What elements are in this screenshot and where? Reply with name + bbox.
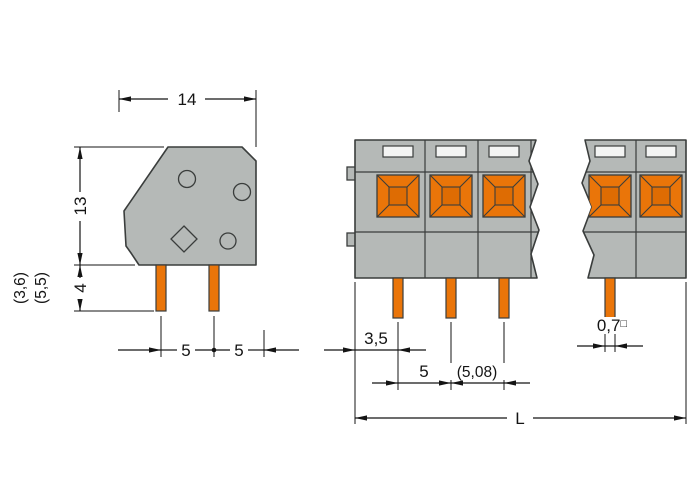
clamp-opening-diamond [170, 225, 198, 253]
pusher-opening [376, 174, 420, 218]
test-slot [594, 145, 626, 158]
pusher-opening [429, 174, 473, 218]
dim-edge-to-first-pin: 3,5 [324, 329, 426, 353]
arrowhead [77, 299, 83, 311]
dim-label-pin-length-alt-1: (3,6) [12, 272, 29, 304]
dim-label-pin-length-alt-2: (5,5) [33, 272, 50, 304]
arrowhead [615, 343, 627, 349]
arrowhead [77, 265, 83, 277]
opening-bevel [512, 174, 526, 188]
opening-inner [388, 186, 408, 206]
dim-label-pin-pitch: 5 [419, 362, 428, 381]
dim-pin-cross-section: 0,7□ [577, 316, 643, 349]
arrowhead [149, 347, 161, 353]
solder-pin [392, 277, 404, 319]
test-slot [488, 145, 520, 158]
dim-label-pin-length: 4 [71, 283, 90, 292]
arrowhead [386, 380, 398, 386]
pusher-opening [482, 174, 526, 218]
opening-bevel [618, 174, 632, 188]
front-view [346, 139, 687, 319]
opening-bevel [406, 204, 420, 218]
label-mask [591, 317, 636, 334]
pusher-opening [639, 174, 683, 218]
opening-bevel [429, 204, 443, 218]
opening-bevel [459, 174, 473, 188]
dim-pin-spacing: 5 5 [118, 341, 299, 360]
opening-inner [441, 186, 461, 206]
dim-label-overall-length: L [515, 409, 524, 428]
opening-bevel [429, 174, 443, 188]
dim-overall-length: L [355, 409, 686, 428]
side-view [123, 146, 257, 312]
opening-bevel [459, 204, 473, 218]
dim-pin-length-alternatives: (3,6) (5,5) [12, 272, 50, 304]
dim-overall-width: 14 [119, 90, 256, 109]
dim-label-pin-spacing-right: 5 [234, 341, 243, 360]
arrowhead [264, 347, 276, 353]
opening-inner [600, 186, 620, 206]
opening-bevel [588, 174, 602, 188]
dim-label-pin-pitch-alt: (5,08) [457, 364, 498, 381]
opening-bevel [639, 204, 653, 218]
pusher-opening [588, 174, 632, 218]
housing-hole [177, 169, 197, 189]
arrowhead [355, 415, 367, 421]
opening-bevel [512, 204, 526, 218]
front-view-right-details [582, 140, 686, 278]
square-symbol: □ [620, 318, 627, 330]
arrowhead [398, 347, 410, 353]
opening-bevel [669, 204, 683, 218]
side-view-body [123, 146, 257, 266]
arrowhead [119, 96, 131, 102]
solder-pin [498, 277, 510, 319]
solder-pin [604, 277, 616, 319]
opening-bevel [376, 204, 390, 218]
opening-bevel [482, 174, 496, 188]
front-view-dimensions: 3,5 5 (5,08) 0,7□ [324, 282, 687, 428]
opening-bevel [618, 204, 632, 218]
opening-inner [651, 186, 671, 206]
opening-bevel [482, 204, 496, 218]
solder-pin [155, 264, 167, 312]
opening-bevel [588, 204, 602, 218]
housing-hole [219, 232, 237, 250]
arrowhead [244, 96, 256, 102]
housing-hole [232, 182, 252, 202]
solder-pin [208, 264, 220, 312]
opening-bevel [669, 174, 683, 188]
opening-bevel [376, 174, 390, 188]
front-view-left-details [355, 140, 539, 278]
side-view-dimensions: 14 13 4 (3,6) (5,5) [12, 90, 299, 360]
dim-label-edge-to-first-pin: 3,5 [364, 329, 388, 348]
test-slot [382, 145, 414, 158]
arrowhead [593, 343, 605, 349]
arrowhead [77, 253, 83, 265]
opening-bevel [639, 174, 653, 188]
dimension-dot [211, 347, 217, 353]
arrowhead [451, 380, 463, 386]
dim-label-overall-height: 13 [71, 197, 90, 216]
arrowhead [674, 415, 686, 421]
dim-pin-length: 4 [71, 265, 90, 311]
opening-inner [494, 186, 514, 206]
dim-overall-height: 13 [71, 147, 90, 265]
dim-value: 0,7 [597, 316, 621, 335]
arrowhead [439, 380, 451, 386]
arrowhead [343, 347, 355, 353]
dim-pin-pitch: 5 (5,08) [372, 362, 530, 386]
test-slot [435, 145, 467, 158]
dim-label-overall-width: 14 [178, 90, 197, 109]
dim-label-pin-cross-section: 0,7□ [597, 316, 628, 335]
label-mask [449, 363, 506, 380]
arrowhead [504, 380, 516, 386]
extension-lines [354, 282, 687, 424]
arrowhead [77, 147, 83, 159]
dim-label-pin-spacing-left: 5 [181, 341, 190, 360]
opening-bevel [406, 174, 420, 188]
test-slot [645, 145, 677, 158]
solder-pin [445, 277, 457, 319]
